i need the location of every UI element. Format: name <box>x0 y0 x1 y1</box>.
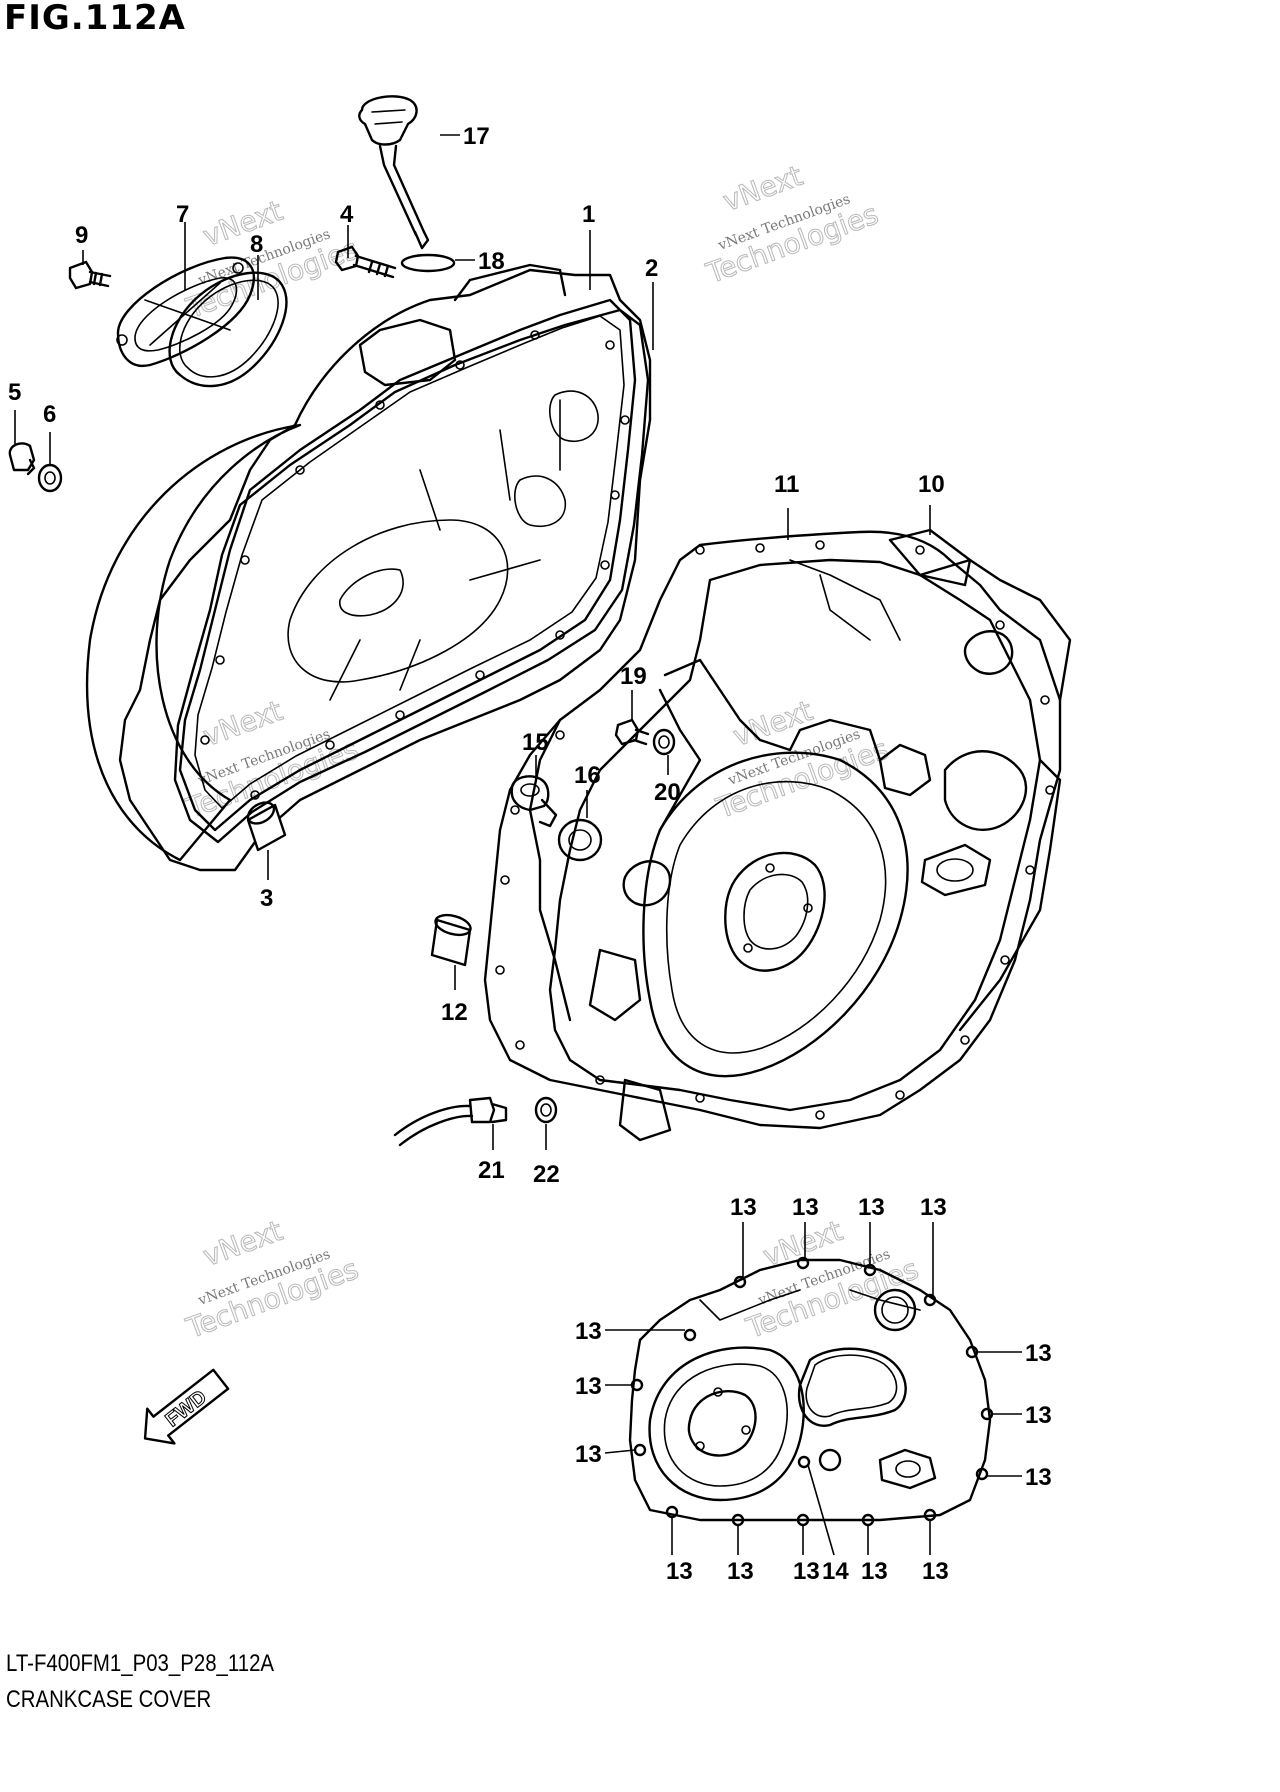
callout-13: 13 <box>575 1373 602 1400</box>
bolt-9 <box>68 260 112 290</box>
bolt-location-view <box>628 1256 994 1527</box>
callout-15: 15 <box>522 729 549 756</box>
callout-2: 2 <box>645 255 658 282</box>
inspection-cap-plate <box>116 256 255 368</box>
watermark-text: vNext <box>199 1214 287 1273</box>
bolt-location-holes <box>630 1256 994 1527</box>
watermark-text: vNext <box>719 159 807 218</box>
forward-arrow: FWD <box>143 1368 230 1445</box>
callout-13: 13 <box>793 1558 820 1585</box>
right-crankcase-cover <box>483 528 1072 1142</box>
washer-6 <box>37 463 63 493</box>
right-cover-bolt-holes <box>495 540 1055 1120</box>
callout-13: 13 <box>922 1558 949 1585</box>
washer-16 <box>557 818 603 862</box>
callout-13: 13 <box>575 1318 602 1345</box>
callout-22: 22 <box>533 1161 560 1188</box>
callout-13: 13 <box>861 1558 888 1585</box>
callout-labels: 17 18 1 2 4 7 8 9 5 6 3 11 10 19 20 15 1… <box>8 123 1052 1585</box>
dowel-pin-3 <box>246 801 287 852</box>
callout-6: 6 <box>43 401 56 428</box>
callout-11: 11 <box>774 471 799 498</box>
leader-lines <box>14 134 1022 1556</box>
callout-16: 16 <box>574 762 601 789</box>
callout-13: 13 <box>920 1194 947 1221</box>
oil-filler-cap <box>358 95 430 250</box>
diagram-code: LT-F400FM1_P03_P28_112A <box>6 1650 275 1677</box>
callout-13: 13 <box>1025 1340 1052 1367</box>
watermark-text: vNext <box>199 694 287 753</box>
callout-8: 8 <box>250 231 263 258</box>
watermark-text: vNext <box>199 194 287 253</box>
sensor-21 <box>393 1096 508 1147</box>
callout-20: 20 <box>654 779 681 806</box>
callout-13: 13 <box>666 1558 693 1585</box>
callout-5: 5 <box>8 379 21 406</box>
callout-13: 13 <box>1025 1464 1052 1491</box>
plug-15 <box>510 775 558 828</box>
bolt-19 <box>614 718 650 746</box>
dowel-pin-12 <box>430 913 472 967</box>
callout-13: 13 <box>792 1194 819 1221</box>
callout-17: 17 <box>463 123 490 150</box>
figure-title: FIG.112A <box>4 0 186 38</box>
callout-13: 13 <box>727 1558 754 1585</box>
callout-19: 19 <box>620 663 647 690</box>
washer-22 <box>534 1096 558 1124</box>
callout-7: 7 <box>176 201 189 228</box>
callout-13: 13 <box>730 1194 757 1221</box>
callout-13: 13 <box>575 1441 602 1468</box>
callout-9: 9 <box>75 222 88 249</box>
oil-cap-o-ring <box>400 253 456 273</box>
bolt-4 <box>334 245 397 279</box>
callout-14: 14 <box>822 1558 849 1585</box>
callout-3: 3 <box>260 885 273 912</box>
left-cover-gasket <box>173 308 650 844</box>
callout-21: 21 <box>478 1157 505 1184</box>
left-crankcase-cover <box>85 263 652 872</box>
callout-10: 10 <box>918 471 945 498</box>
callout-13: 13 <box>1025 1402 1052 1429</box>
callout-13: 13 <box>858 1194 885 1221</box>
callout-1: 1 <box>582 201 595 228</box>
watermark-text: vNext <box>759 1214 847 1273</box>
inspection-plate-gasket <box>168 271 288 388</box>
callout-12: 12 <box>441 999 468 1026</box>
drain-plug-5 <box>8 442 36 476</box>
diagram-caption: CRANKCASE COVER <box>6 1686 212 1713</box>
callout-4: 4 <box>340 201 354 228</box>
fwd-label: FWD <box>162 1386 211 1431</box>
callout-18: 18 <box>478 248 505 275</box>
washer-20 <box>652 728 676 756</box>
right-cover-gasket <box>483 530 1062 1130</box>
